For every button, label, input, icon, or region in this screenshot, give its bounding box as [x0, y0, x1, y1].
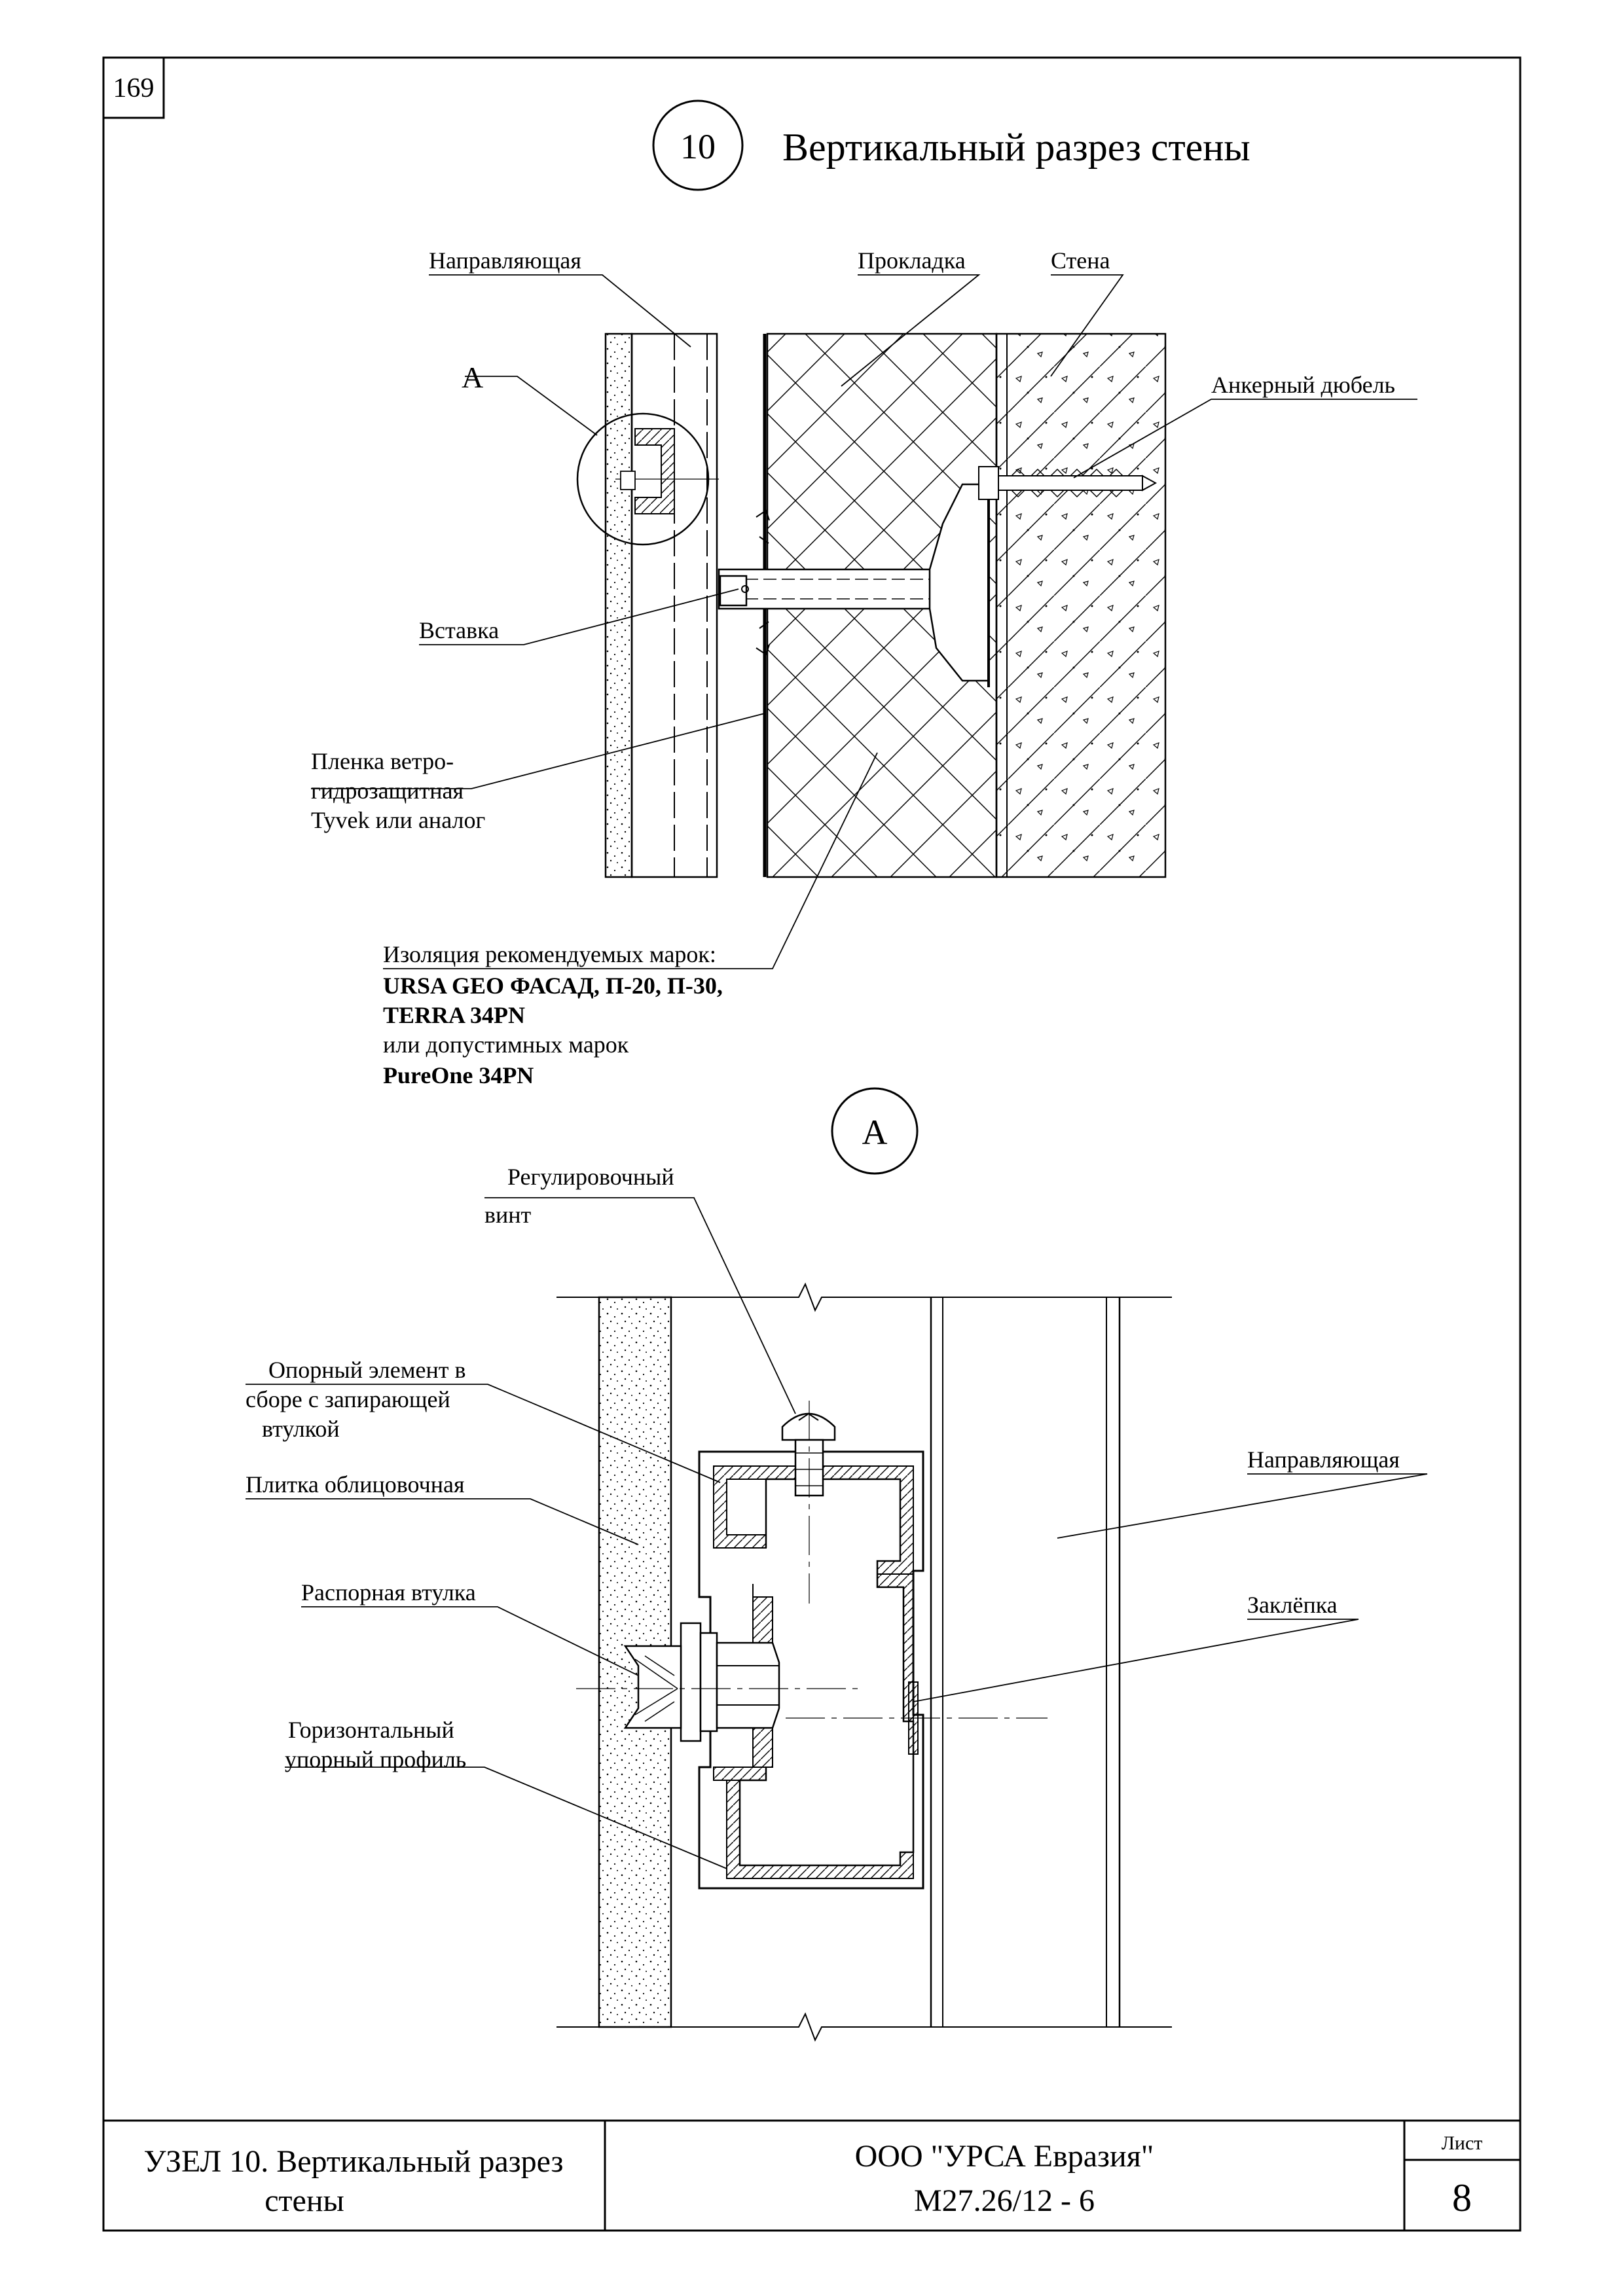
callout-marker-a: А [462, 361, 483, 394]
section-drawing [576, 332, 1167, 878]
section-leaders [311, 274, 1417, 969]
label-insulation-line3: TERRA 34PN [383, 1002, 525, 1028]
detail-leaders [246, 1197, 1428, 1869]
label-insert: Вставка [419, 617, 499, 643]
label-horizontal-profile-line1: Горизонтальный [288, 1717, 454, 1743]
label-membrane-line3: Tyvek или аналог [311, 807, 485, 833]
sheet-label: Лист [1442, 2132, 1483, 2154]
detail-marker: А [862, 1113, 888, 1152]
label-insulation-line5: PureOne 34PN [383, 1062, 534, 1088]
label-support-element-line2: сборе с запирающей [246, 1386, 450, 1412]
label-cladding-tile: Плитка облицовочная [246, 1471, 465, 1498]
label-support-element-line1: Опорный элемент в [268, 1357, 465, 1383]
page-number: 169 [113, 73, 155, 103]
label-adjusting-screw-line1: Регулировочный [507, 1164, 674, 1190]
label-membrane-line2: гидрозащитная [311, 778, 464, 804]
label-guide-rail-detail: Направляющая [1247, 1446, 1400, 1473]
node-title-line2: стены [264, 2183, 344, 2218]
label-anchor-dowel: Анкерный дюбель [1211, 372, 1395, 398]
label-membrane-line1: Пленка ветро- [311, 748, 454, 774]
label-insulation-line1: Изоляция рекомендуемых марок: [383, 941, 716, 967]
label-adjusting-screw-line2: винт [484, 1202, 532, 1228]
label-wall: Стена [1051, 247, 1110, 274]
label-support-element-line3: втулкой [262, 1416, 340, 1442]
label-spacer-sleeve: Распорная втулка [301, 1579, 476, 1605]
label-guide-rail-section: Направляющая [429, 247, 581, 274]
label-insulation-line4: или допустимных марок [383, 1031, 629, 1058]
section-title: Вертикальный разрез стены [782, 126, 1250, 169]
company-name: ООО "УРСА Евразия" [855, 2139, 1154, 2174]
node-title-line1: УЗЕЛ 10. Вертикальный разрез [144, 2144, 564, 2179]
label-insulation-line2: URSA GEO ФАСАД, П-20, П-30, [383, 973, 723, 999]
label-rivet: Заклёпка [1247, 1592, 1338, 1618]
detail-marker-circle [831, 1087, 919, 1175]
detail-drawing [556, 1282, 1172, 2042]
section-marker-circle [652, 99, 744, 191]
label-spacer: Прокладка [858, 247, 966, 274]
document-code: М27.26/12 - 6 [914, 2183, 1095, 2218]
label-horizontal-profile-line2: упорный профиль [285, 1746, 466, 1772]
sheet-frame [102, 56, 1522, 2232]
section-marker: 10 [680, 127, 716, 166]
sheet-number: 8 [1452, 2176, 1472, 2219]
